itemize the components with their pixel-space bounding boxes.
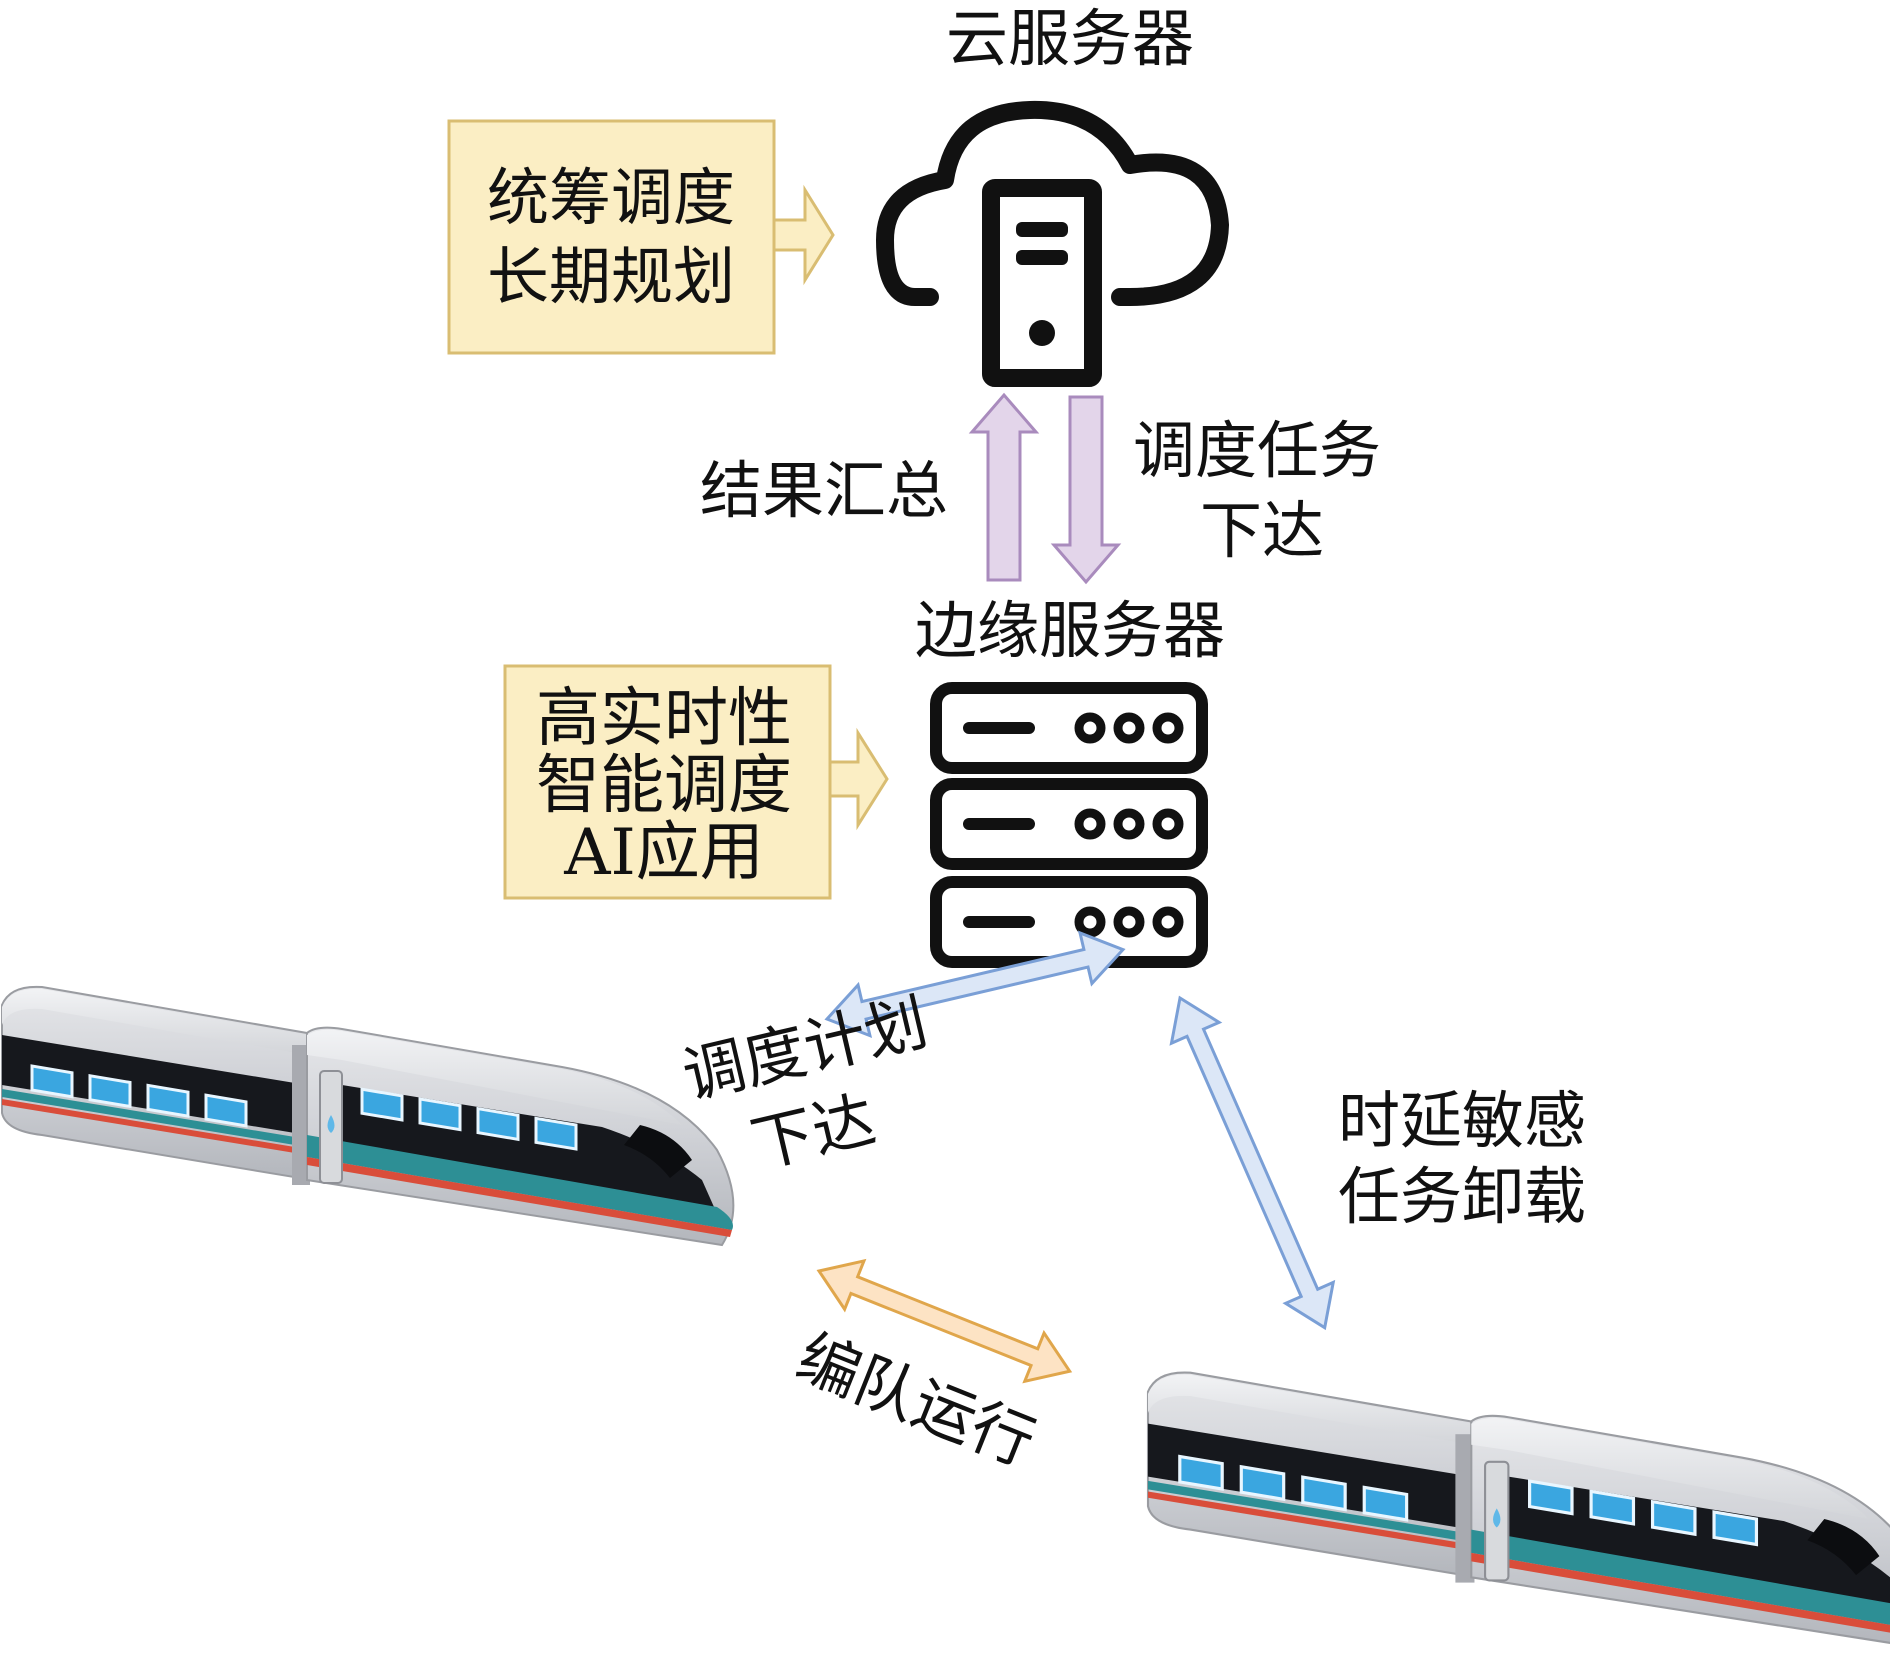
edge-note-line1: 高实时性 bbox=[536, 682, 792, 756]
edge-note: 高实时性 智能调度 AI应用 bbox=[503, 664, 832, 900]
plan-link-label-line1: 调度计划 bbox=[676, 985, 934, 1113]
cloud-note-arrow bbox=[772, 184, 835, 286]
uplink-arrow bbox=[968, 392, 1040, 582]
cloud-note-line1: 统筹调度 bbox=[487, 161, 735, 234]
cloud-note: 统筹调度 长期规划 bbox=[447, 119, 776, 355]
uplink-label: 结果汇总 bbox=[700, 454, 948, 527]
edge-note-line2: 智能调度 bbox=[536, 749, 792, 823]
edge-server-label: 边缘服务器 bbox=[915, 594, 1225, 667]
offload-link-label-line2: 任务卸载 bbox=[1338, 1160, 1586, 1233]
cloud-server-label: 云服务器 bbox=[946, 2, 1194, 75]
downlink-label-line2: 下达 bbox=[1200, 494, 1324, 567]
train-right bbox=[1146, 1370, 1890, 1648]
plan-link-label-line2: 下达 bbox=[744, 1082, 881, 1181]
edge-note-arrow bbox=[828, 727, 889, 831]
edge-server-icon bbox=[930, 682, 1208, 968]
plan-link-arrow bbox=[824, 930, 1126, 1039]
downlink-arrow bbox=[1050, 395, 1122, 585]
cloud-note-line2: 长期规划 bbox=[487, 240, 735, 313]
offload-link-arrow bbox=[1169, 995, 1336, 1331]
formation-link-arrow bbox=[816, 1258, 1073, 1384]
train-left bbox=[0, 985, 735, 1247]
edge-note-line3: AI应用 bbox=[563, 816, 764, 890]
downlink-label-line1: 调度任务 bbox=[1133, 414, 1381, 487]
cloud-server-icon bbox=[876, 100, 1229, 387]
offload-link-label-line1: 时延敏感 bbox=[1338, 1084, 1586, 1157]
